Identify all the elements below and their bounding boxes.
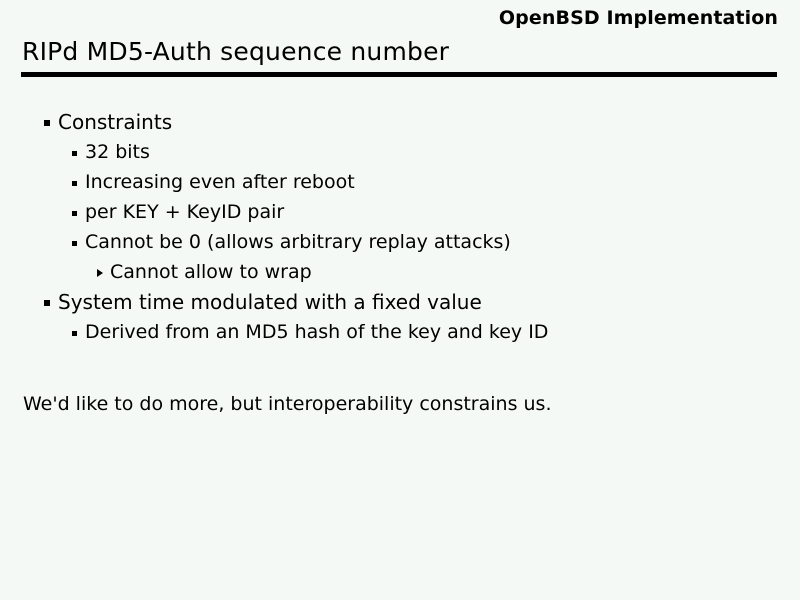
bullet-item: 32 bits	[0, 137, 800, 167]
bullet-item: Derived from an MD5 hash of the key and …	[0, 317, 800, 347]
slide-header-label: OpenBSD Implementation	[498, 7, 778, 29]
small-square-bullet-icon	[72, 151, 77, 156]
bullet-list: Constraints 32 bits Increasing even afte…	[0, 107, 800, 347]
small-square-bullet-icon	[72, 331, 77, 336]
bullet-text: Increasing even after reboot	[85, 171, 355, 193]
square-bullet-icon	[44, 300, 50, 306]
bullet-item: System time modulated with a fixed value	[0, 287, 800, 317]
closing-paragraph: We'd like to do more, but interoperabili…	[23, 393, 552, 415]
small-square-bullet-icon	[72, 181, 77, 186]
bullet-text: Derived from an MD5 hash of the key and …	[85, 321, 549, 343]
bullet-text: System time modulated with a fixed value	[58, 290, 482, 314]
small-square-bullet-icon	[72, 211, 77, 216]
bullet-item: Increasing even after reboot	[0, 167, 800, 197]
bullet-item: Constraints	[0, 107, 800, 137]
bullet-item: per KEY + KeyID pair	[0, 197, 800, 227]
bullet-text: Constraints	[58, 110, 173, 134]
bullet-item: Cannot be 0 (allows arbitrary replay att…	[0, 227, 800, 257]
bullet-text: 32 bits	[85, 141, 150, 163]
bullet-item: Cannot allow to wrap	[0, 257, 800, 287]
bullet-text: Cannot be 0 (allows arbitrary replay att…	[85, 231, 511, 253]
slide-title: RIPd MD5-Auth sequence number	[22, 37, 450, 66]
right-triangle-bullet-icon	[97, 269, 103, 277]
bullet-text: per KEY + KeyID pair	[85, 201, 285, 223]
title-underline-rule	[21, 72, 777, 77]
small-square-bullet-icon	[72, 241, 77, 246]
square-bullet-icon	[44, 120, 50, 126]
bullet-text: Cannot allow to wrap	[110, 261, 312, 283]
